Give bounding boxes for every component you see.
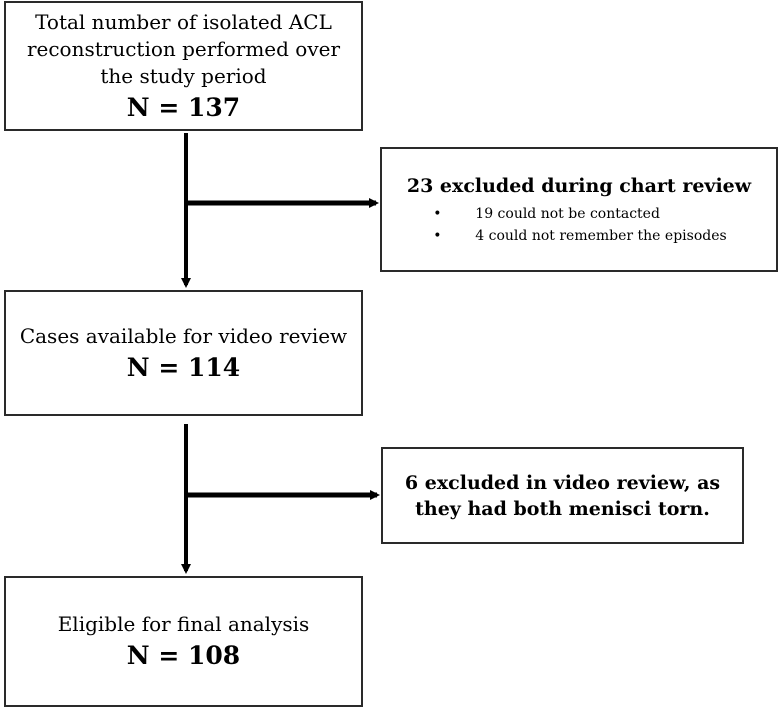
excluded-chart-review-list: • 19 could not be contacted • 4 could not … <box>431 203 726 247</box>
excluded-video-review-line-2: they had both menisci torn. <box>415 497 710 520</box>
eligible-final-analysis-count: N = 108 <box>126 641 241 670</box>
available-video-review-box: Cases available for video review N = 114 <box>4 290 363 416</box>
total-reconstructions-count: N = 137 <box>126 92 241 122</box>
available-video-review-count: N = 114 <box>126 352 241 382</box>
bullet-glyph: • <box>433 205 442 222</box>
excluded-chart-review-item-text: 4 could not remember the episodes <box>475 227 727 244</box>
total-reconstructions-box: Total number of isolated ACL reconstruct… <box>4 1 363 131</box>
available-video-review-label: Cases available for video review <box>19 323 348 348</box>
excluded-chart-review-item: • 19 could not be contacted <box>431 203 726 225</box>
excluded-chart-review-item: • 4 could not remember the episodes <box>431 225 726 247</box>
excluded-chart-review-title: 23 excluded during chart review <box>406 174 752 197</box>
total-reconstructions-line-1: Total number of isolated ACL <box>35 9 332 34</box>
excluded-video-review-line-1: 6 excluded in video review, as <box>404 471 721 494</box>
excluded-chart-review-box: 23 excluded during chart review • 19 coul… <box>380 147 778 272</box>
excluded-video-review-box: 6 excluded in video review, as they had … <box>381 447 744 544</box>
eligible-final-analysis-label: Eligible for final analysis <box>57 612 310 636</box>
eligible-final-analysis-box: Eligible for final analysis N = 108 <box>4 576 363 707</box>
total-reconstructions-line-2: reconstruction performed over <box>26 36 341 61</box>
excluded-chart-review-item-text: 19 could not be contacted <box>475 205 660 222</box>
bullet-glyph: • <box>433 227 442 244</box>
total-reconstructions-line-3: the study period <box>100 63 267 88</box>
